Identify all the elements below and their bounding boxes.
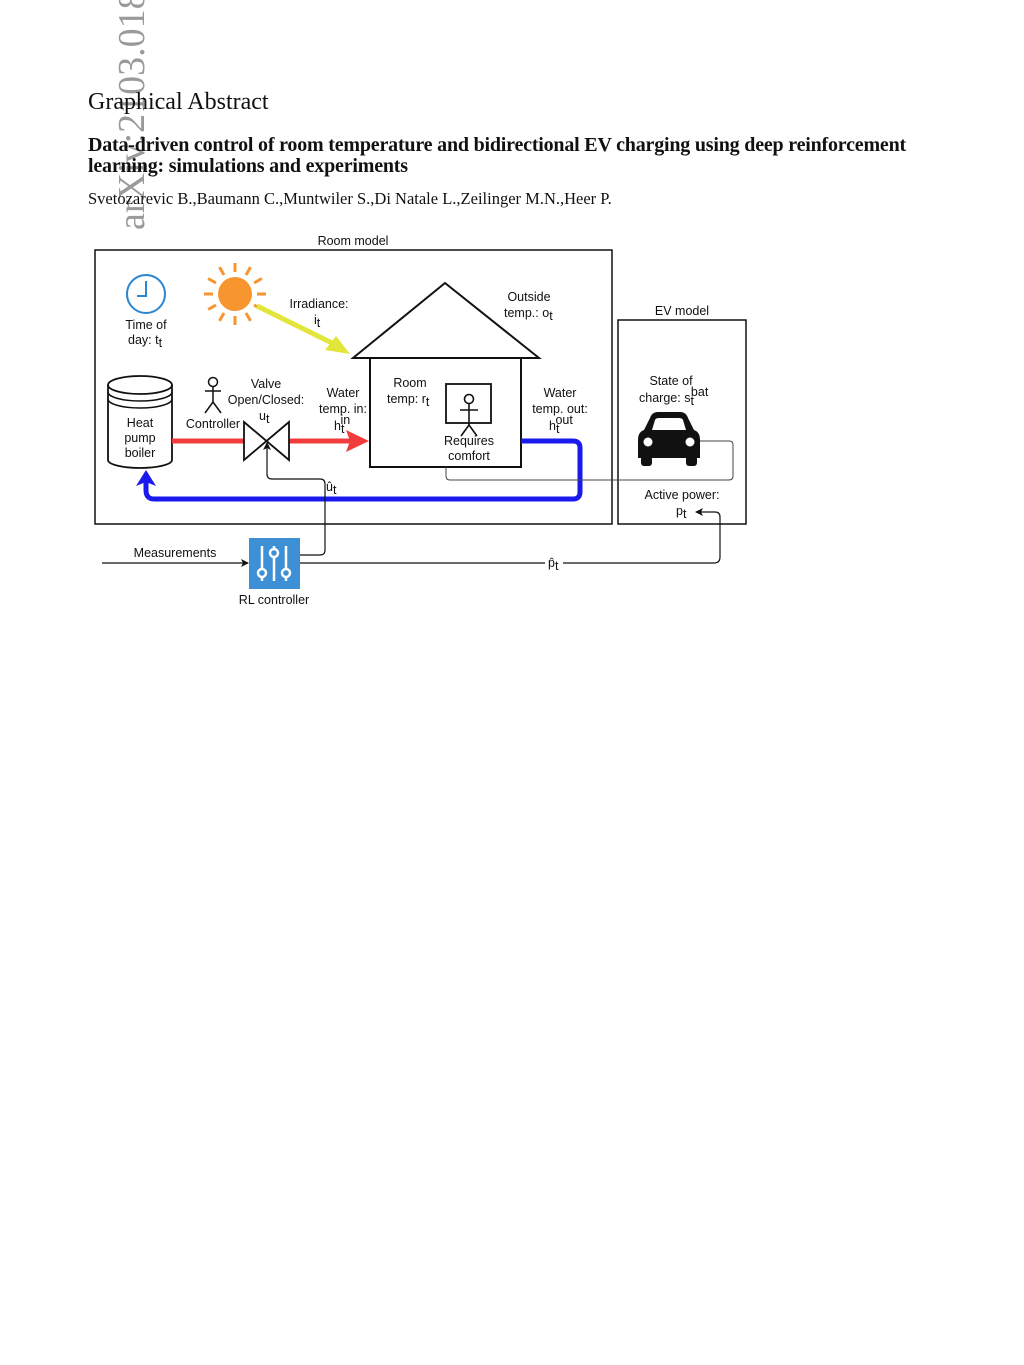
p-hat-signal-line [300, 508, 721, 564]
sun-ray [207, 303, 217, 311]
hot-water-pipe [172, 430, 369, 452]
controller-person-icon [204, 376, 222, 414]
valve-symbol: ut [259, 409, 270, 426]
water-in-symbol: htin [334, 413, 350, 436]
valve-line1: Valve [251, 377, 281, 391]
graphical-abstract-heading: Graphical Abstract [88, 89, 269, 115]
sun-disc [218, 277, 252, 311]
time-of-day-line1: Time of [125, 318, 167, 332]
car-icon [638, 412, 700, 466]
irradiance-symbol: it [314, 313, 321, 330]
active-power-label: Active power: [644, 488, 719, 502]
sun-ray [244, 266, 252, 276]
sun-ray [244, 312, 252, 322]
valve-line2: Open/Closed: [228, 393, 304, 407]
p-hat-symbol: p̂t [548, 556, 559, 573]
outside-temp-line1: Outside [507, 290, 550, 304]
irradiance-arrow [255, 303, 350, 354]
controller-label: Controller [186, 417, 240, 431]
room-temp-line2: temp: rt [387, 392, 430, 409]
sun-ray [207, 277, 217, 285]
requires-comfort-line2: comfort [448, 449, 490, 463]
water-out-line2: temp. out: [532, 402, 588, 416]
active-power-symbol: pt [676, 504, 687, 521]
measurements-label: Measurements [134, 546, 217, 560]
ev-model-box: EV model [617, 304, 747, 525]
time-of-day-line2: day: tt [128, 333, 163, 350]
soc-line2: charge: stbat [639, 385, 709, 408]
authors: Svetozarevic B.,Baumann C.,Muntwiler S.,… [88, 189, 612, 208]
rl-controller-icon[interactable] [249, 538, 300, 589]
valve-icon [243, 420, 290, 462]
boiler-line2: pump [124, 431, 155, 445]
sun-ray [253, 277, 263, 285]
boiler-icon [107, 375, 173, 469]
outside-temp-line2: temp.: ot [504, 306, 553, 323]
requires-comfort-line1: Requires [444, 434, 494, 448]
sun-ray [218, 266, 226, 276]
cold-water-pipe [136, 438, 583, 502]
sun-ray [218, 312, 226, 322]
irradiance-label: Irradiance: [289, 297, 348, 311]
sun-icon [204, 263, 266, 325]
occupant-icon [445, 383, 492, 437]
clock-icon [126, 274, 166, 314]
water-out-line1: Water [544, 386, 577, 400]
boiler-line3: boiler [125, 446, 156, 460]
room-temp-line1: Room [393, 376, 426, 390]
room-model-label: Room model [318, 234, 389, 248]
p-hat-label-bg [545, 556, 563, 570]
water-out-symbol: htout [549, 413, 573, 436]
u-hat-signal-line [263, 442, 326, 556]
house-ev-connection [445, 440, 734, 481]
ev-model-label: EV model [655, 304, 709, 318]
boiler-line1: Heat [127, 416, 154, 430]
paper-title: Data-driven control of room temperature … [88, 134, 906, 177]
room-model-box: Room model [94, 234, 613, 525]
rl-controller-label: RL controller [239, 593, 309, 607]
water-in-line2: temp. in: [319, 402, 367, 416]
u-hat-symbol: ût [326, 480, 337, 497]
water-in-line1: Water [327, 386, 360, 400]
soc-line1: State of [649, 374, 693, 388]
